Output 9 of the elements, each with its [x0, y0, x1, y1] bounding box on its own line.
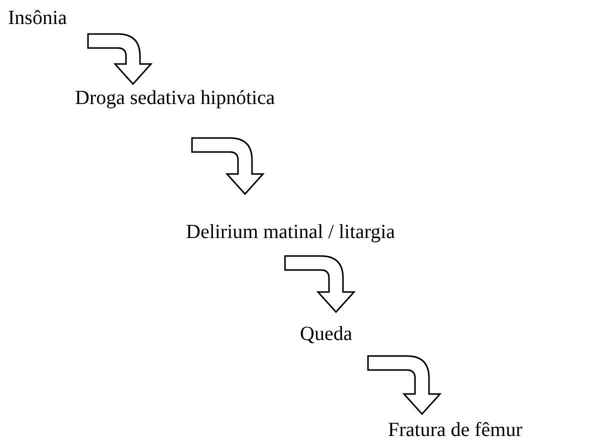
curved-block-arrow	[191, 137, 264, 195]
curved-block-arrow	[87, 33, 152, 85]
curved-block-arrow	[367, 355, 441, 415]
step-label: Queda	[300, 322, 352, 346]
step-label: Fratura de fêmur	[388, 418, 522, 442]
step-label: Delirium matinal / litargia	[186, 220, 396, 244]
step-label: Insônia	[8, 6, 67, 30]
curved-block-arrow	[284, 255, 355, 313]
step-label: Droga sedativa hipnótica	[75, 86, 275, 110]
